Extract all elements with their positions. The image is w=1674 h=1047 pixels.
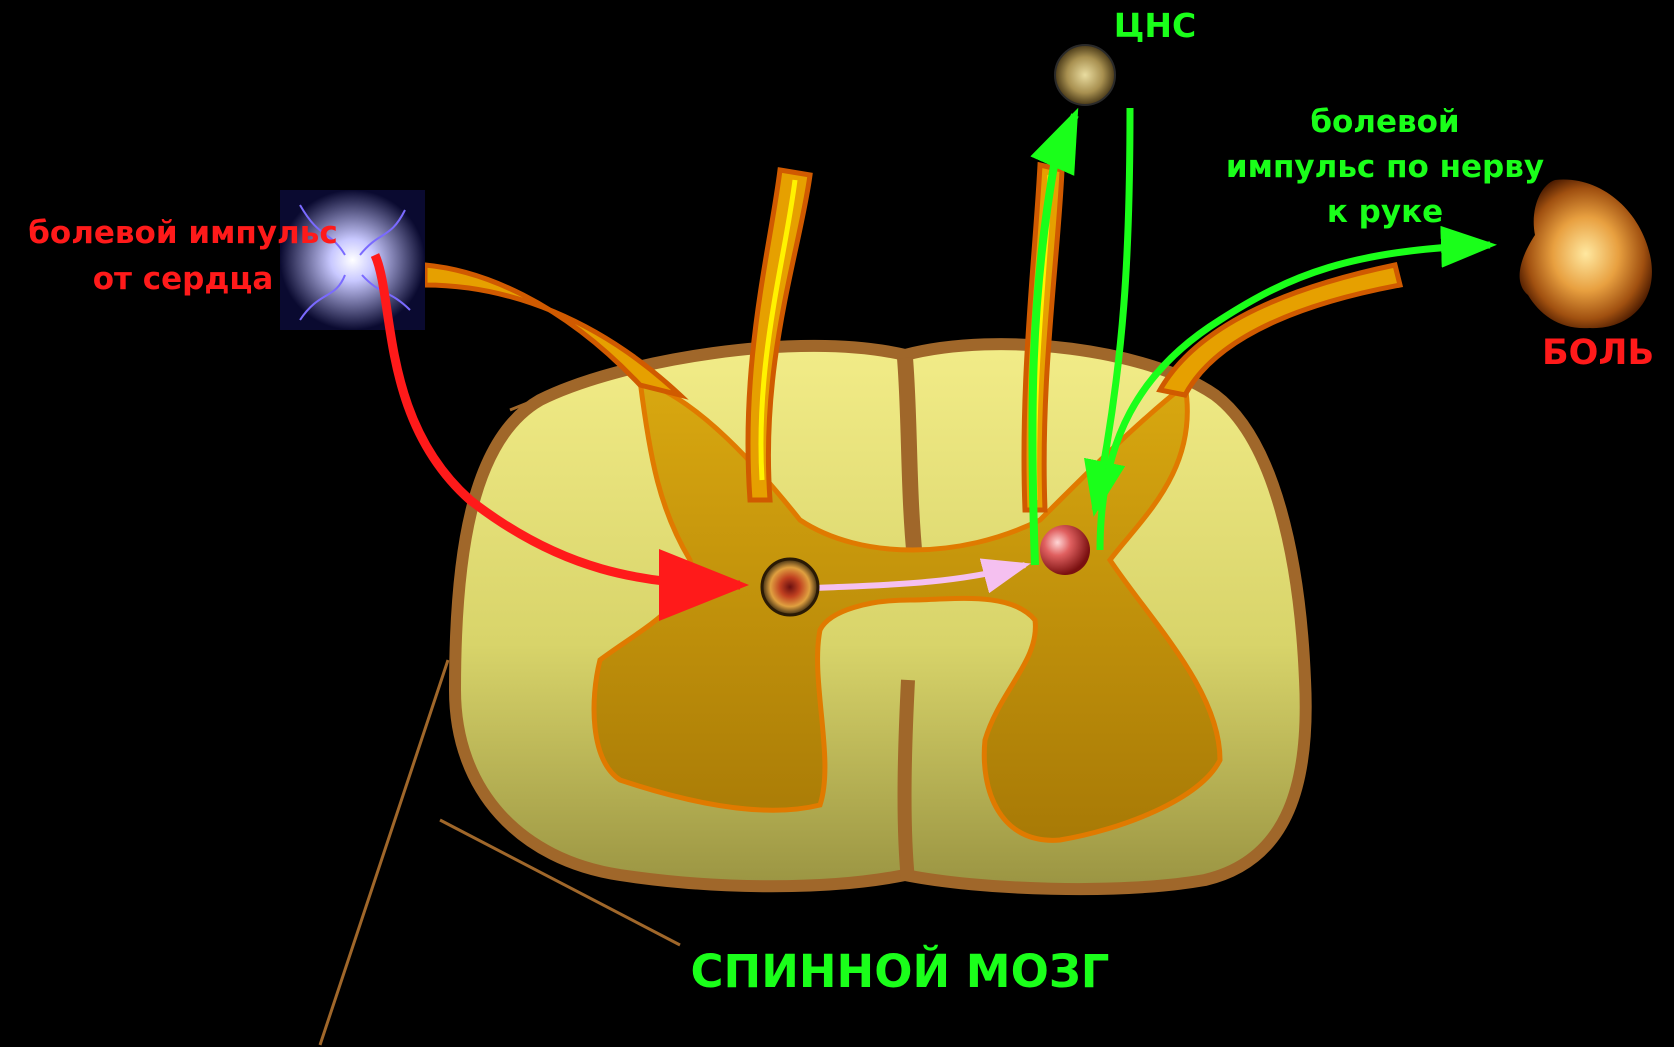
nerve-impulse-label-line3: к руке — [1205, 190, 1565, 235]
ventral-fissure — [905, 680, 908, 880]
motor-neuron — [1040, 525, 1090, 575]
heart-impulse-label-line2: от сердца — [8, 256, 358, 302]
nerve-impulse-label-line2: импульс по нерву — [1205, 145, 1565, 190]
nerve-impulse-label-line1: болевой — [1205, 100, 1565, 145]
dorsal-root-left — [425, 265, 680, 395]
heart-impulse-label: болевой импульс от сердца — [8, 210, 358, 302]
heart-impulse-label-line1: болевой импульс — [8, 210, 358, 256]
dorsal-fissure — [905, 358, 915, 560]
cns-label: ЦНС — [1110, 6, 1200, 45]
nerve-impulse-label: болевой импульс по нерву к руке — [1205, 100, 1565, 235]
spinal-cord-label: СПИННОЙ МОЗГ — [640, 945, 1160, 998]
cns-node — [1055, 45, 1115, 105]
sensory-neuron — [762, 559, 818, 615]
pain-label: БОЛЬ — [1542, 333, 1674, 373]
